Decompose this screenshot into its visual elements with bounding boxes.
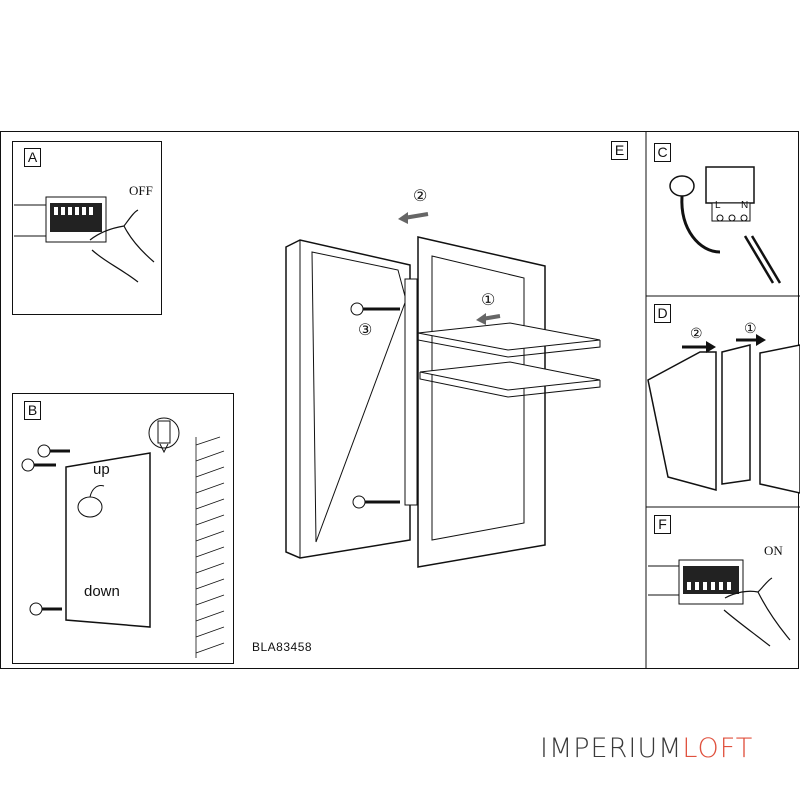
screw-e-upper-icon bbox=[350, 302, 400, 316]
watermark-part1: IMPERIUM bbox=[540, 733, 683, 764]
panel-c-label: C bbox=[654, 143, 671, 162]
step-e-2: ② bbox=[413, 188, 428, 205]
frame-e bbox=[417, 236, 546, 568]
step-e-3: ③ bbox=[358, 322, 373, 339]
up-label: up bbox=[93, 461, 110, 478]
step-d-2: ② bbox=[690, 325, 703, 341]
step-e-1: ① bbox=[481, 292, 496, 309]
panel-f bbox=[648, 559, 791, 647]
on-label: ON bbox=[764, 543, 783, 558]
breaker-box-a-icon bbox=[45, 196, 107, 243]
panel-d bbox=[647, 334, 800, 494]
wall-outlet-c-icon bbox=[669, 175, 695, 197]
terminal-n-label: N bbox=[741, 200, 749, 211]
terminal-l-label: L bbox=[715, 200, 721, 211]
shelf-upper-e bbox=[417, 322, 601, 358]
hand-a-icon bbox=[89, 209, 155, 283]
lamp-body-d bbox=[647, 351, 717, 491]
watermark: IMPERIUMLOFT bbox=[540, 733, 753, 764]
lamp-body-e bbox=[285, 239, 411, 559]
screw-b-3-icon bbox=[29, 602, 62, 616]
down-label: down bbox=[84, 583, 120, 600]
panel-a-label: A bbox=[24, 148, 41, 167]
step-d-1: ① bbox=[744, 320, 757, 336]
mounting-bracket-e bbox=[404, 278, 418, 506]
panel-f-label: F bbox=[654, 515, 671, 534]
cable-c bbox=[680, 195, 721, 254]
base-d bbox=[759, 344, 800, 494]
frame-d bbox=[721, 344, 751, 485]
wires-c bbox=[743, 235, 782, 284]
arrow-e-2-head bbox=[398, 212, 408, 224]
panel-d-label: D bbox=[654, 304, 671, 323]
panel-c bbox=[669, 166, 782, 284]
arrow-d-1-head bbox=[756, 334, 766, 346]
screw-b-2-icon bbox=[21, 458, 56, 472]
off-label: OFF bbox=[129, 183, 153, 198]
panel-a bbox=[12, 141, 162, 315]
arrow-d-2-head bbox=[706, 341, 716, 353]
arrow-e-1-head bbox=[476, 313, 486, 325]
model-code: BLA83458 bbox=[252, 640, 313, 654]
wall-hatch bbox=[195, 436, 225, 658]
terminal-block-c-icon bbox=[705, 166, 755, 222]
wall-plug-icon bbox=[148, 417, 180, 454]
bulb-socket-icon bbox=[77, 485, 105, 518]
panel-e-label: E bbox=[611, 141, 628, 160]
breaker-box-f-icon bbox=[678, 559, 744, 605]
hand-f-icon bbox=[723, 577, 791, 647]
shelf-lower-e bbox=[419, 361, 601, 398]
screw-b-1-icon bbox=[37, 444, 70, 458]
watermark-part2: LOFT bbox=[682, 733, 754, 764]
screw-e-lower-icon bbox=[352, 495, 400, 509]
panel-b bbox=[12, 393, 234, 664]
panel-e bbox=[285, 212, 601, 568]
panel-b-label: B bbox=[24, 401, 41, 420]
backplate-b bbox=[65, 452, 151, 628]
